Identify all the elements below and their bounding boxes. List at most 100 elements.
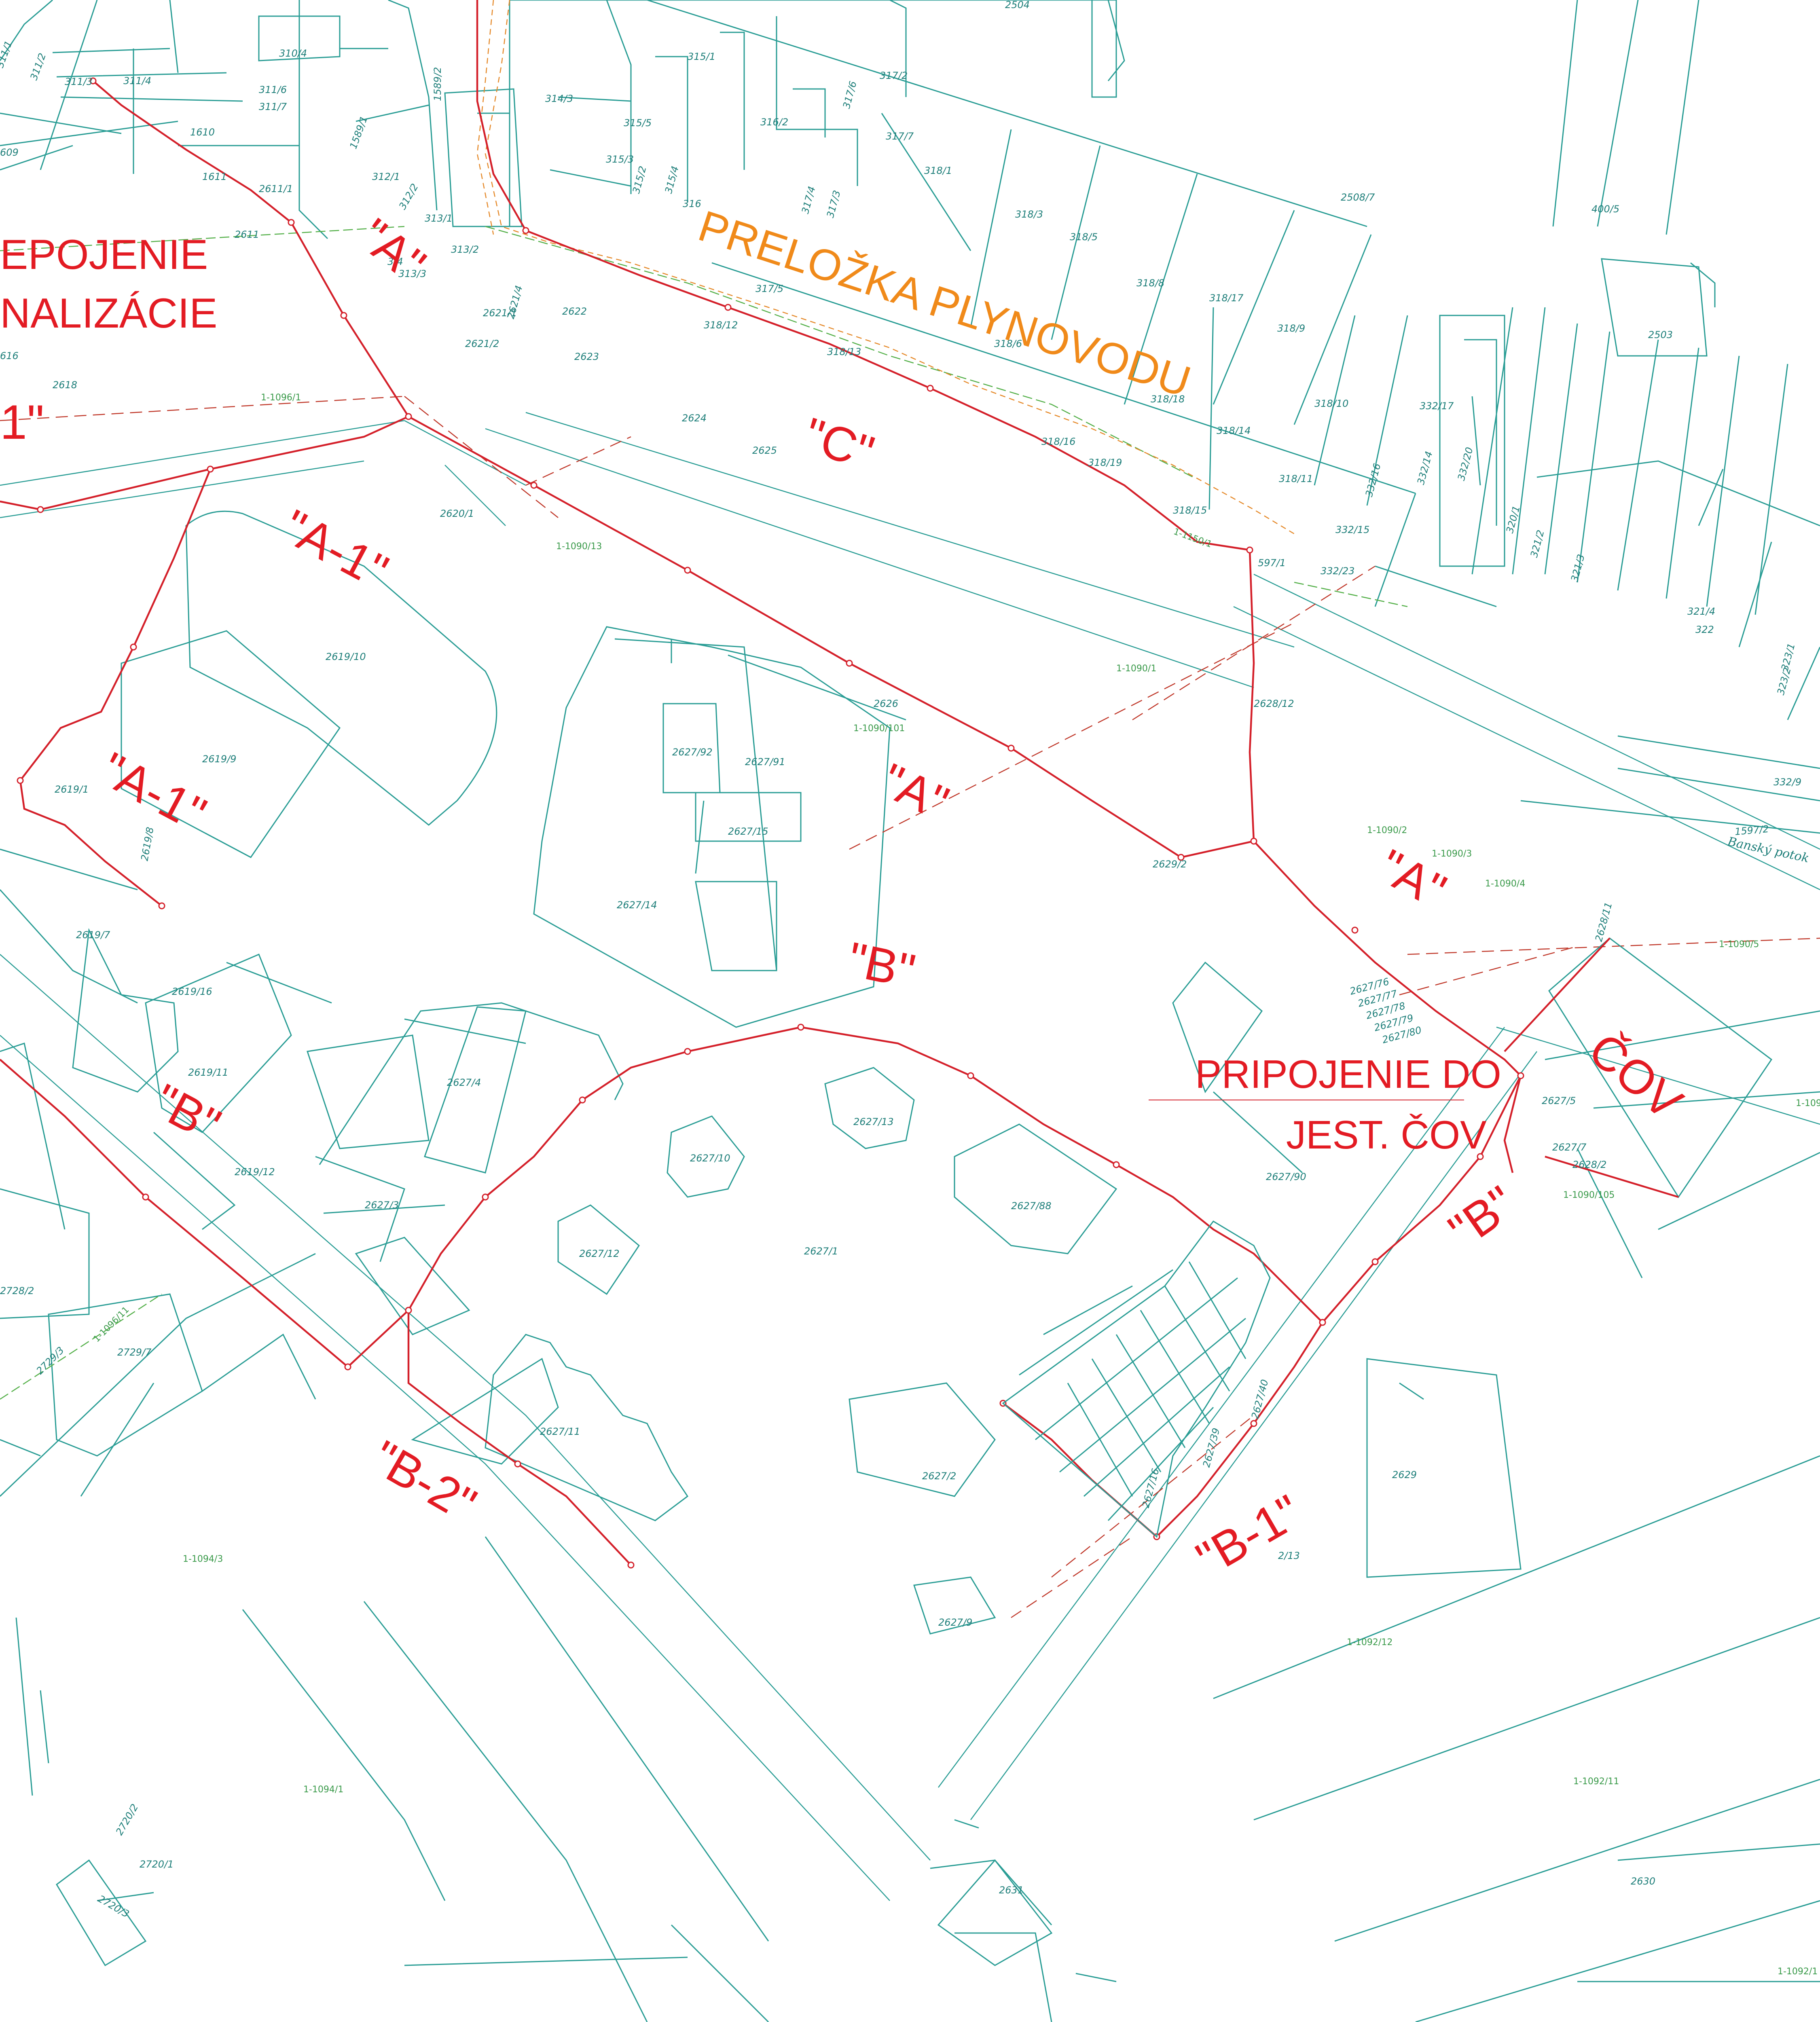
sewer-manholes (17, 77, 1524, 1569)
manhole (344, 1363, 351, 1371)
parcel-number: 2508/7 (1341, 192, 1375, 203)
parcel-number: 1589/1 (347, 114, 370, 150)
manhole (522, 227, 529, 234)
manhole (1246, 546, 1253, 554)
parcel-number: 2627/12 (579, 1248, 620, 1259)
parcel-number: 400/5 (1591, 203, 1619, 215)
parcel-number: 315/4 (663, 165, 681, 195)
manhole (514, 1460, 521, 1468)
parcel-number: 332/20 (1456, 446, 1475, 482)
route-label-a1-top: "A-1" (274, 499, 397, 599)
manhole (142, 1193, 149, 1201)
parcel-number: 2626 (874, 698, 898, 709)
parcel-number: 2625 (752, 445, 777, 456)
parcel-number: 323/2 (1775, 666, 1793, 696)
parcel-number: 332/23 (1321, 565, 1354, 577)
parcel-number: 2627/9 (938, 1617, 972, 1628)
parcel-number: 2629/2 (1153, 859, 1187, 870)
parcel-number: 2627/15 (728, 826, 768, 837)
parcel-number: 318/15 (1173, 505, 1207, 516)
parcel-number: 2627/5 (1542, 1095, 1576, 1106)
manhole (130, 643, 137, 651)
route-wwtp-connect (1503, 1075, 1522, 1173)
parcel-number: 2627/2 (922, 1470, 956, 1482)
route-label-b1: "B-1" (1187, 1485, 1310, 1586)
parcel-number: 312/1 (372, 171, 400, 182)
parcel-number: 311/1 (0, 39, 15, 70)
registry-number: 1-1096/1 (261, 393, 301, 403)
parcel-number: 2627/91 (745, 756, 785, 768)
manhole (1319, 1319, 1326, 1326)
parcel-number: 321/3 (1569, 553, 1587, 583)
parcel-number: 311/3 (65, 76, 93, 87)
parcel-number: 2627/92 (672, 747, 713, 758)
route-a-main (408, 0, 1255, 859)
registry-number: 1-1096/11 (92, 1305, 131, 1344)
manhole (1007, 745, 1015, 752)
route-a1-loop (19, 469, 212, 907)
parcel-number: 2623 (574, 351, 599, 362)
parcel-number: 616 (0, 350, 19, 362)
manhole (158, 902, 165, 909)
wwtp-connect-label-line2: JEST. ČOV (1286, 1113, 1487, 1157)
wwtp-connect-label-line1: PRIPOJENIE DO (1195, 1052, 1501, 1096)
parcel-number: 318/12 (704, 319, 738, 331)
parcel-number: 315/5 (624, 117, 652, 129)
registry-number: 1-1092/1 (1778, 1967, 1818, 1977)
parcel-number: 2619/11 (188, 1067, 229, 1078)
parcel-number: 597/1 (1258, 557, 1286, 569)
parcel-number: 314/3 (545, 93, 573, 104)
parcel-number: 332/14 (1415, 450, 1435, 486)
parcel-number: 318/17 (1209, 292, 1244, 304)
manhole (207, 465, 214, 473)
route-b2 (407, 1310, 632, 1566)
manhole (1250, 838, 1257, 845)
parcel-number: 318/11 (1279, 473, 1313, 484)
parcel-number: 2611 (235, 229, 259, 240)
parcel-number: 2627/16 (1140, 1467, 1162, 1509)
registry-number: 1-1150/1 (1172, 527, 1213, 550)
registry-number: 1-1090/101 (853, 723, 905, 734)
parcel-number: 316 (683, 198, 701, 209)
registry-number: 1-1090/2 (1367, 825, 1407, 835)
manhole (967, 1072, 974, 1079)
parcel-number: 316/2 (760, 116, 788, 128)
manhole (340, 312, 347, 319)
parcel-number: 321/2 (1528, 529, 1547, 558)
parcel-number: 2720/1 (140, 1859, 174, 1870)
route-labels: "A" "A" "A" "A-1" "A-1" 1" "B" "B" "B" "… (0, 208, 1525, 1586)
parcel-number: 313/2 (451, 244, 479, 255)
parcel-number: 332/15 (1335, 524, 1369, 535)
parcel-number: 2627/90 (1266, 1171, 1306, 1182)
route-label-a1-left: "A-1" (92, 742, 215, 842)
parcel-number: 2/13 (1278, 1550, 1300, 1561)
route-b-left (0, 1059, 409, 1368)
parcel-number: 2620/1 (440, 508, 474, 519)
parcel-number: 2627/40 (1249, 1378, 1271, 1420)
parcel-number: 332/9 (1773, 776, 1801, 788)
parcel-number: 321/4 (1687, 606, 1715, 617)
parcel-number: 2624 (682, 412, 707, 424)
parcel-number: 1589/2 (432, 67, 443, 101)
parcel-number: 315/3 (606, 154, 634, 165)
ditch-lines (0, 226, 1408, 1400)
parcel-number: 2619/9 (202, 753, 236, 765)
parcel-number: 2729/7 (117, 1347, 152, 1358)
route-a-wwtp (1253, 840, 1522, 1077)
parcel-number: 318/16 (1041, 436, 1075, 447)
parcel-number: 2619/10 (326, 651, 366, 662)
sewer-connect-label-line2: NALIZÁCIE (0, 290, 217, 337)
parcel-number: 2619/1 (55, 784, 89, 795)
manhole (288, 219, 295, 226)
registry-number: 1-1094/3 (183, 1554, 223, 1564)
parcel-number: 2630 (1631, 1876, 1655, 1887)
parcel-number: 318/6 (994, 338, 1022, 349)
parcel-number: 313/1 (425, 213, 453, 224)
parcel-number: 2728/2 (0, 1285, 34, 1297)
parcel-number: 317/3 (825, 189, 843, 219)
parcel-number: 2627/10 (690, 1153, 730, 1164)
registry-number: 1-1090/4 (1485, 879, 1525, 889)
parcel-number: 322 (1695, 624, 1714, 635)
manhole (530, 482, 538, 489)
